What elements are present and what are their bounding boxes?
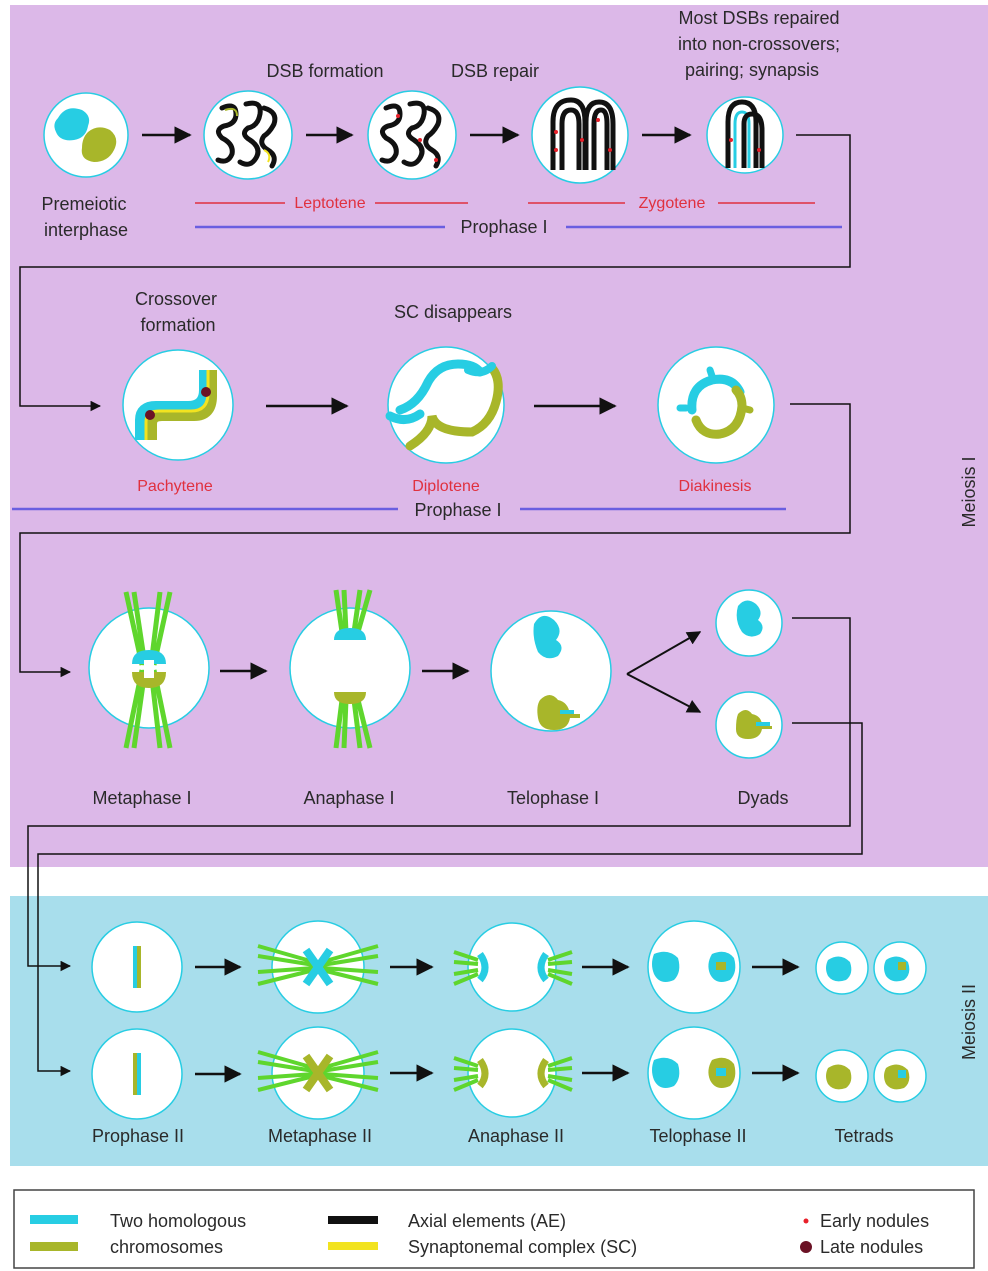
diplotene-label: Diplotene	[412, 478, 480, 495]
cell-diakinesis	[657, 346, 775, 464]
legend-swatch-olive	[30, 1242, 78, 1251]
prophase2-label: Prophase II	[92, 1126, 184, 1146]
cell-dsb-repair	[367, 90, 457, 180]
legend-axial: Axial elements (AE)	[408, 1211, 566, 1231]
cell-metaphase1	[88, 591, 210, 749]
cell-telophase2-b	[647, 1026, 741, 1120]
most-dsbs-label-1: Most DSBs repaired	[678, 8, 839, 28]
cell-metaphase2-a	[257, 920, 379, 1014]
cell-tetrad-b1	[815, 1049, 869, 1103]
dsb-repair-label: DSB repair	[451, 61, 539, 81]
legend-early: Early nodules	[820, 1211, 929, 1231]
legend-sc: Synaptonemal complex (SC)	[408, 1237, 637, 1257]
sc-disappears-label: SC disappears	[394, 302, 512, 322]
cell-anaphase1	[289, 589, 411, 749]
most-dsbs-label-2: into non-crossovers;	[678, 34, 840, 54]
cell-tetrad-a2	[873, 941, 927, 995]
legend-late-nodule	[800, 1241, 812, 1253]
prophase1-label-row2: Prophase I	[414, 500, 501, 520]
cell-pachytene	[122, 349, 234, 461]
cell-telophase2-a	[647, 920, 741, 1014]
meiosis1-label: Meiosis I	[959, 456, 979, 527]
cell-anaphase2-b	[453, 1028, 573, 1118]
telophase1-label: Telophase I	[507, 788, 599, 808]
legend-early-nodule	[803, 1218, 809, 1224]
legend-swatch-cyan	[30, 1215, 78, 1224]
cell-metaphase2-b	[257, 1026, 379, 1120]
crossover-label-2: formation	[140, 315, 215, 335]
cell-premeiotic	[43, 92, 129, 178]
cell-tetrad-b2	[873, 1049, 927, 1103]
legend: Two homologous chromosomes Axial element…	[13, 1189, 975, 1269]
dyads-label: Dyads	[737, 788, 788, 808]
crossover-label-1: Crossover	[135, 289, 217, 309]
anaphase1-label: Anaphase I	[303, 788, 394, 808]
cell-anaphase2-a	[453, 922, 573, 1012]
anaphase2-label: Anaphase II	[468, 1126, 564, 1146]
metaphase2-label: Metaphase II	[268, 1126, 372, 1146]
cell-telophase1	[490, 610, 612, 732]
leptotene-label: Leptotene	[294, 195, 365, 212]
cell-prophase2-a	[91, 921, 183, 1013]
most-dsbs-label-3: pairing; synapsis	[685, 60, 819, 80]
legend-late: Late nodules	[820, 1237, 923, 1257]
legend-homologous-1: Two homologous	[110, 1211, 246, 1231]
prophase1-label-row1: Prophase I	[460, 217, 547, 237]
cell-dyad-bottom	[715, 691, 783, 759]
diakinesis-label: Diakinesis	[679, 478, 752, 495]
dsb-formation-label: DSB formation	[266, 61, 383, 81]
cell-synapsis	[706, 96, 784, 174]
cell-tetrad-a1	[815, 941, 869, 995]
cell-dyad-top	[715, 589, 783, 657]
cell-prophase2-b	[91, 1028, 183, 1120]
premeiotic-label-1: Premeiotic	[41, 194, 126, 214]
cell-zygotene-pairing	[531, 86, 629, 184]
metaphase1-label: Metaphase I	[92, 788, 191, 808]
legend-homologous-2: chromosomes	[110, 1237, 223, 1257]
legend-swatch-axial	[328, 1216, 378, 1224]
pachytene-label: Pachytene	[137, 478, 213, 495]
tetrads-label: Tetrads	[834, 1126, 893, 1146]
zygotene-label: Zygotene	[639, 195, 706, 212]
telophase2-label: Telophase II	[649, 1126, 746, 1146]
cell-dsb-formation	[203, 90, 293, 180]
meiosis2-label: Meiosis II	[959, 984, 979, 1060]
legend-swatch-sc	[328, 1242, 378, 1250]
cell-diplotene	[385, 346, 505, 464]
premeiotic-label-2: interphase	[44, 220, 128, 240]
